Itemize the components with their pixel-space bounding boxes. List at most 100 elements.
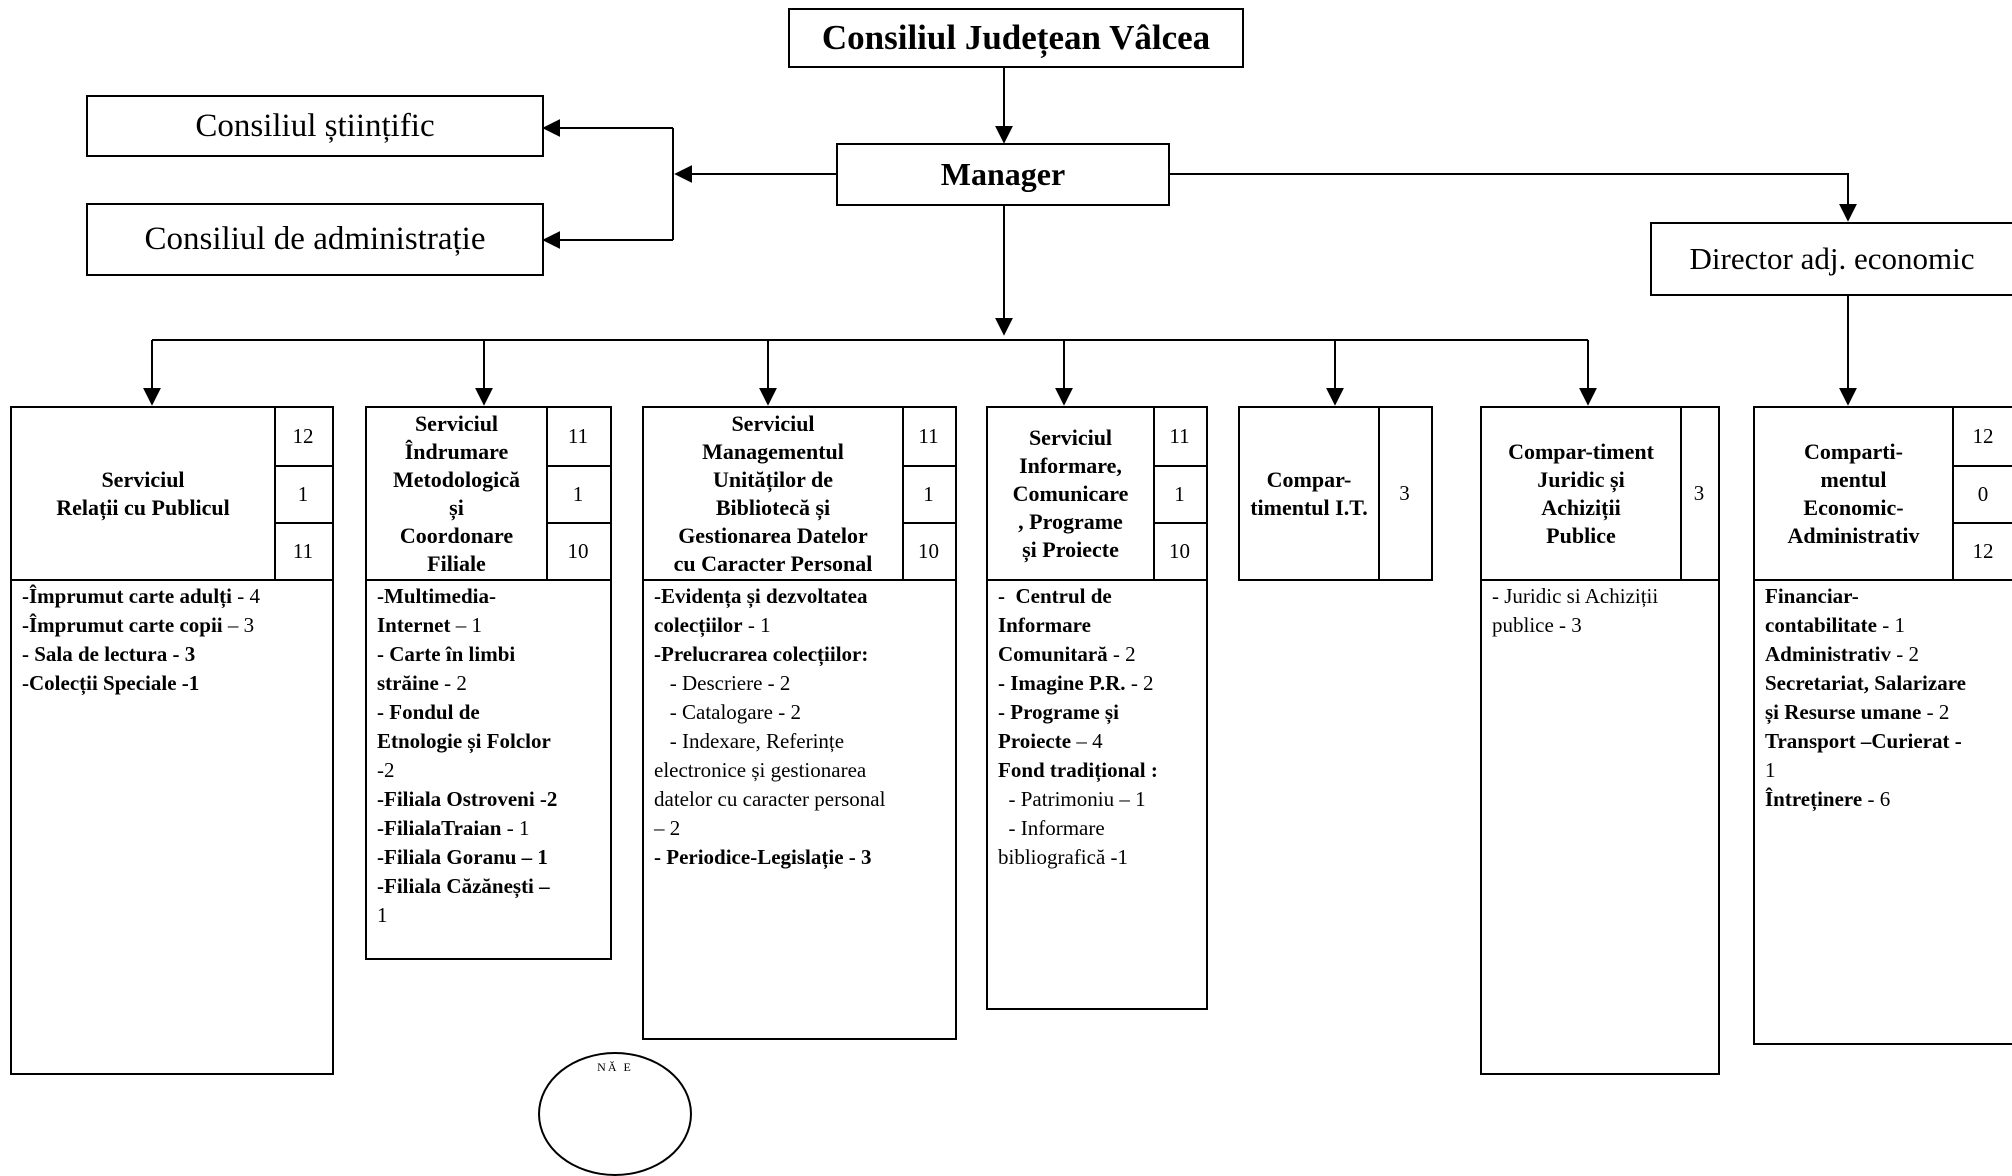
duty-item: Transport –Curierat - 1: [1765, 727, 2002, 785]
unit-title: Compar-timent Juridic și Achiziții Publi…: [1482, 408, 1682, 579]
duty-item: Secretariat, Salarizare și Resurse umane…: [1765, 669, 2002, 727]
duty-label: -Multimedia- Internet: [377, 584, 496, 637]
duty-count: - 6: [1862, 787, 1891, 811]
unit-title: Compar- timentul I.T.: [1240, 408, 1380, 579]
duty-count: - Indexare, Referințe electronice și ges…: [654, 729, 886, 840]
duty-count: - Patrimoniu – 1: [998, 787, 1146, 811]
staff-count: 12: [292, 424, 314, 448]
duty-label: Secretariat, Salarizare și Resurse umane: [1765, 671, 1966, 724]
duty-item: -Împrumut carte copii – 3: [22, 611, 322, 640]
duty-count: - 2: [438, 671, 467, 695]
duty-item: - Sala de lectura - 3: [22, 640, 322, 669]
staff-count: 11: [918, 424, 939, 448]
duty-item: - Imagine P.R. - 2: [998, 669, 1196, 698]
unit-duties-list: -Evidența și dezvoltatea colecțiilor - 1…: [642, 581, 957, 1040]
duty-item: -Colecții Speciale -1: [22, 669, 322, 698]
duty-label: - Imagine P.R.: [998, 671, 1126, 695]
staff-count: 12: [1972, 424, 1994, 448]
duty-label: -Filiala Căzănești –: [377, 874, 550, 898]
duty-label: - Programe și Proiecte: [998, 700, 1119, 753]
duty-count: - 1: [501, 816, 530, 840]
duty-item: - Indexare, Referințe electronice și ges…: [654, 727, 945, 843]
unit-informare-comunicare: Serviciul Informare, Comunicare , Progra…: [986, 406, 1208, 581]
duty-label: -FilialaTraian: [377, 816, 502, 840]
duty-label: -Filiala Ostroveni -2: [377, 787, 558, 811]
consiliul-stiintific-box: Consiliul științific: [86, 95, 544, 157]
staff-count: 11: [274, 522, 332, 579]
staff-count: 10: [902, 522, 955, 579]
duty-label: - Carte în limbi străine: [377, 642, 516, 695]
duty-count: - 4: [231, 584, 260, 608]
duty-count: -2: [377, 758, 395, 782]
duty-label: -Împrumut carte adulți: [22, 584, 232, 608]
unit-managementul-unitatilor: Serviciul Managementul Unităților de Bib…: [642, 406, 957, 581]
duty-count: - Informare bibliografică -1: [998, 816, 1129, 869]
duty-item: -Filiala Goranu – 1: [377, 843, 600, 872]
staff-count: 1: [274, 465, 332, 522]
duty-count: 1: [377, 903, 388, 927]
duty-item: - Patrimoniu – 1: [998, 785, 1196, 814]
duty-count: - 1: [1876, 613, 1905, 637]
unit-title: Comparti- mentul Economic- Administrativ: [1755, 408, 1954, 579]
duty-count: 1: [1765, 758, 1776, 782]
unit-indrumare-metodologica: Serviciul Îndrumare Metodologică și Coor…: [365, 406, 612, 581]
duty-item: - Centrul de Informare Comunitară - 2: [998, 582, 1196, 669]
consiliul-administratie-box: Consiliul de administrație: [86, 203, 544, 276]
duty-item: - Descriere - 2: [654, 669, 945, 698]
unit-title: Serviciul Informare, Comunicare , Progra…: [988, 408, 1155, 579]
duty-item: - Fondul de Etnologie și Folclor -2: [377, 698, 600, 785]
duty-count: – 1: [450, 613, 482, 637]
staff-count: 10: [546, 522, 610, 579]
duty-item: -FilialaTraian - 1: [377, 814, 600, 843]
duty-item: -Împrumut carte adulți - 4: [22, 582, 322, 611]
duty-label: -Filiala Goranu – 1: [377, 845, 548, 869]
duty-label: -Împrumut carte copii: [22, 613, 223, 637]
staff-count: 11: [567, 424, 589, 448]
duty-label: - Periodice-Legislație - 3: [654, 845, 872, 869]
staff-count: 11: [1169, 424, 1190, 448]
duty-item: -Evidența și dezvoltatea colecțiilor - 1: [654, 582, 945, 640]
duty-count: - 2: [1107, 642, 1136, 666]
staff-count: 3: [1693, 481, 1705, 505]
unit-economic-administrativ: Comparti- mentul Economic- Administrativ…: [1753, 406, 2012, 581]
duty-label: Administrativ: [1765, 642, 1891, 666]
staff-count: 0: [1954, 465, 2012, 522]
duty-item: - Catalogare - 2: [654, 698, 945, 727]
duty-label: Întreținere: [1765, 787, 1863, 811]
unit-title: Serviciul Managementul Unităților de Bib…: [644, 408, 904, 579]
duty-item: - Juridic si Achiziții publice - 3: [1492, 582, 1708, 640]
duty-label: Financiar- contabilitate: [1765, 584, 1877, 637]
duty-label: - Centrul de Informare Comunitară: [998, 584, 1112, 666]
duty-count: - 1: [742, 613, 771, 637]
duty-item: Administrativ - 2: [1765, 640, 2002, 669]
duty-label: -Evidența și dezvoltatea colecțiilor: [654, 584, 868, 637]
arrow-manager-to-director: [1170, 173, 1857, 222]
manager-box: Manager: [836, 143, 1170, 206]
unit-duties-list: - Centrul de Informare Comunitară - 2- I…: [986, 581, 1208, 1010]
duty-item: - Periodice-Legislație - 3: [654, 843, 945, 872]
duty-label: Transport –Curierat -: [1765, 729, 1962, 753]
duty-item: Fond tradițional :: [998, 756, 1196, 785]
duty-item: - Programe și Proiecte – 4: [998, 698, 1196, 756]
duty-count: - 2: [1891, 642, 1919, 666]
duty-count: - 2: [1125, 671, 1154, 695]
duty-count: - Catalogare - 2: [654, 700, 801, 724]
duty-label: -Prelucrarea colecțiilor:: [654, 642, 869, 666]
duty-item: - Informare bibliografică -1: [998, 814, 1196, 872]
connector-lines: [143, 67, 1857, 406]
duty-label: -Colecții Speciale -1: [22, 671, 200, 695]
duty-count: – 3: [222, 613, 255, 637]
duty-item: Întreținere - 6: [1765, 785, 2002, 814]
staff-count: 1: [902, 465, 955, 522]
duty-item: -Filiala Căzănești – 1: [377, 872, 600, 930]
unit-title: Serviciul Îndrumare Metodologică și Coor…: [367, 408, 548, 579]
duty-item: - Carte în limbi străine - 2: [377, 640, 600, 698]
director-adjunct-economic-box: Director adj. economic: [1650, 222, 2012, 296]
duty-item: -Prelucrarea colecțiilor:: [654, 640, 945, 669]
duty-count: - Descriere - 2: [654, 671, 791, 695]
duty-count: - 2: [1921, 700, 1950, 724]
unit-duties-list: -Multimedia- Internet – 1 - Carte în limb…: [365, 581, 612, 960]
unit-duties-list: -Împrumut carte adulți - 4-Împrumut cart…: [10, 581, 334, 1075]
unit-duties-list: - Juridic si Achiziții publice - 3: [1480, 581, 1720, 1075]
